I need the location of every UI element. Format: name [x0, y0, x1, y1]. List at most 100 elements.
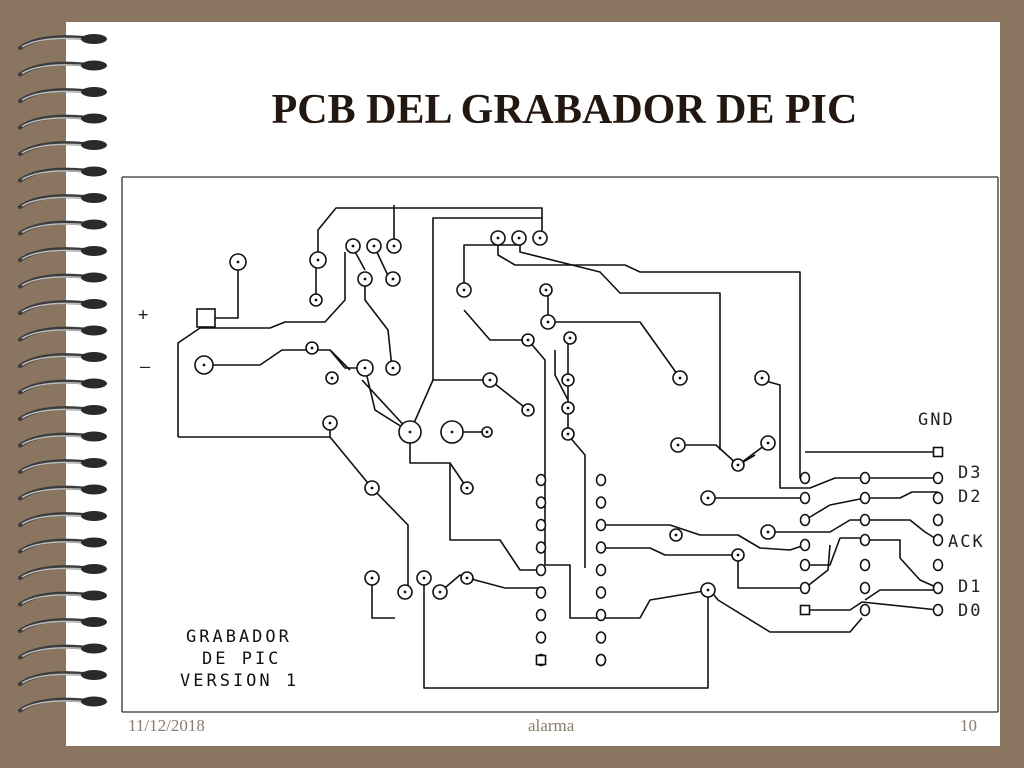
binding-hole [81, 405, 107, 415]
ic-pin [535, 541, 547, 554]
binding-hole [81, 696, 107, 707]
binding-hole [81, 352, 107, 362]
binding-hole [81, 378, 107, 389]
pcb-pad-hole [736, 463, 740, 467]
ic-pin [595, 653, 607, 667]
binding-ring-highlight [21, 514, 85, 525]
ic-pin [932, 471, 944, 485]
pcb-pad-hole [403, 590, 407, 594]
pcb-pad-hole [544, 288, 548, 292]
ic-pin [859, 471, 871, 485]
pcb-square-pad [196, 308, 216, 328]
binding-ring-highlight [21, 567, 85, 578]
pcb-pad-hole [363, 277, 367, 281]
footer-center: alarma [528, 716, 575, 735]
pcb-pad-hole [236, 260, 240, 264]
ic-pin [535, 586, 547, 599]
ic-pin [932, 533, 944, 547]
ic-pin [859, 603, 871, 617]
ic-pin [595, 586, 607, 599]
binding-hole [81, 590, 107, 601]
pcb-pad-hole [450, 430, 454, 434]
label-ack: ACK [948, 532, 985, 552]
binding-hole [81, 564, 107, 574]
pcb-pad-hole [766, 530, 770, 534]
board-name-line3: VERSION 1 [180, 671, 299, 691]
pcb-pad-hole [391, 366, 395, 370]
pcb-pad-hole [351, 244, 355, 248]
board-name-line1: GRABADOR [186, 627, 292, 647]
ic-pin [932, 558, 944, 572]
binding-ring-highlight [21, 382, 85, 393]
binding-ring-highlight [21, 37, 85, 48]
pcb-pad-hole [706, 588, 710, 592]
binding-ring-highlight [21, 64, 85, 75]
pcb-square-pad [535, 654, 547, 666]
pcb-traces [177, 205, 939, 689]
footer-date: 11/12/2018 [128, 716, 205, 735]
pcb-pad-hole [438, 590, 442, 594]
binding-hole [81, 670, 107, 680]
pcb-pad-hole [766, 441, 770, 445]
binding-hole [81, 60, 107, 71]
ic-pin [859, 513, 871, 527]
label-d1: D1 [958, 577, 982, 597]
ic-pin [799, 581, 811, 595]
ic-pin [859, 533, 871, 547]
binding-hole [81, 140, 107, 150]
spiral-binding [18, 34, 107, 713]
binding-ring-highlight [21, 488, 85, 499]
pcb-pad-hole [392, 244, 396, 248]
label-minus: – [140, 357, 152, 377]
binding-hole [81, 113, 107, 124]
pcb-pad-hole [706, 496, 710, 500]
binding-hole [81, 617, 107, 627]
binding-ring-highlight [21, 249, 85, 260]
binding-hole [81, 643, 107, 654]
footer-page-number: 10 [960, 716, 977, 735]
pcb-pad-hole [496, 236, 500, 240]
ic-pin [595, 518, 607, 532]
binding-hole [81, 219, 107, 230]
binding-ring-highlight [21, 302, 85, 313]
pcb-pad-hole [314, 298, 318, 302]
pcb-pad-hole [370, 486, 374, 490]
ic-pin [799, 491, 811, 505]
ic-pin [932, 581, 944, 595]
binding-ring-highlight [21, 276, 85, 287]
binding-hole [81, 325, 107, 336]
pcb-pad-hole [566, 406, 570, 410]
ic-pin [535, 563, 547, 577]
binding-ring-highlight [21, 355, 85, 366]
ic-pin [799, 558, 811, 572]
ic-pin [535, 496, 547, 509]
ic-pin [535, 631, 547, 644]
pcb-square-pad [932, 446, 944, 458]
pcb-pad-hole [538, 236, 542, 240]
pcb-pad-hole [465, 576, 469, 580]
pcb-pad-hole [422, 576, 426, 580]
binding-ring-highlight [21, 170, 85, 181]
pcb-pad-hole [678, 376, 682, 380]
binding-ring-highlight [21, 408, 85, 419]
slide-title: PCB DEL GRABADOR DE PIC [271, 87, 858, 133]
pcb-pad-hole [465, 486, 469, 490]
binding-hole [81, 193, 107, 203]
ic-pin [932, 513, 944, 527]
pcb-pad-hole [485, 430, 489, 434]
binding-hole [81, 246, 107, 256]
pcb-square-pad [799, 604, 811, 616]
pcb-pad-hole [526, 338, 530, 342]
binding-ring-highlight [21, 647, 85, 658]
label-d3: D3 [958, 463, 982, 483]
label-gnd: GND [918, 410, 955, 430]
pcb-pad-hole [363, 366, 367, 370]
binding-hole [81, 166, 107, 177]
binding-ring-highlight [21, 435, 85, 446]
pcb-pad-hole [526, 408, 530, 412]
pcb-pad-hole [760, 376, 764, 380]
binding-ring-highlight [21, 461, 85, 472]
pcb-pad-hole [566, 432, 570, 436]
binding-hole [81, 431, 107, 442]
binding-ring-highlight [21, 620, 85, 631]
